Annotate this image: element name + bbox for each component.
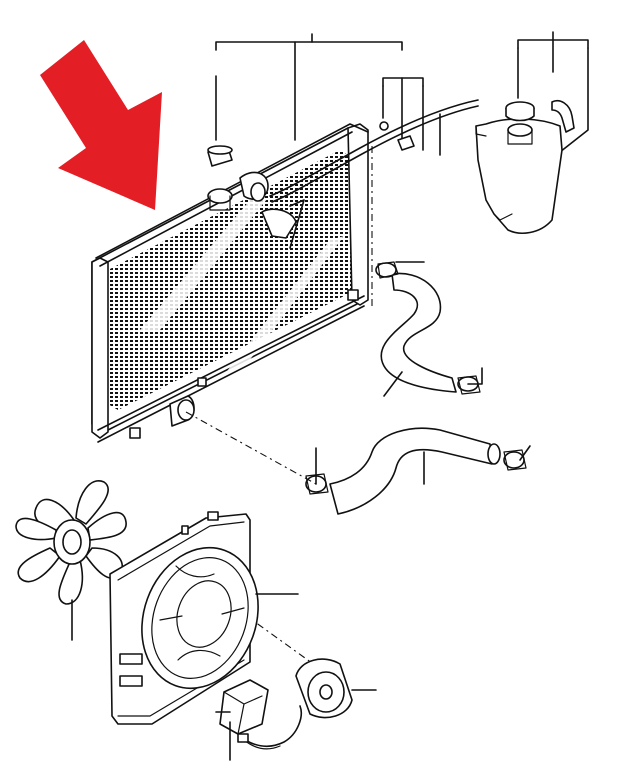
cooling-fan-blade	[15, 480, 127, 641]
lower-radiator-hose	[305, 427, 527, 515]
callout-leaders	[215, 31, 589, 156]
upper-radiator-hose	[375, 261, 481, 395]
hose-leaders	[315, 261, 531, 485]
radiator-cap	[207, 145, 233, 167]
overflow-hose	[261, 99, 479, 249]
fan-resistor	[215, 679, 302, 761]
coolant-reservoir	[475, 100, 575, 234]
fan-motor	[295, 658, 377, 719]
fan-shroud	[109, 511, 299, 725]
red-arrow-icon	[40, 40, 162, 210]
